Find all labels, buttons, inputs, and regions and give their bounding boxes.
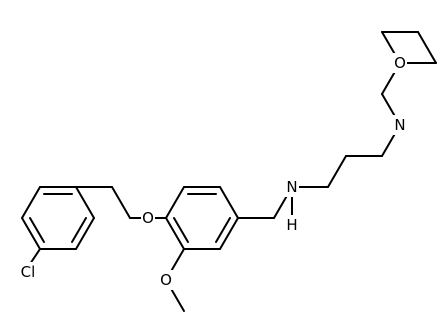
methoxyphenyl-ring bbox=[165, 186, 239, 250]
atom-label-n-amine: N bbox=[286, 178, 297, 196]
morpholine-ring bbox=[381, 31, 437, 126]
atom-n-amine: N bbox=[285, 177, 299, 197]
atom-label-o-ether: O bbox=[142, 209, 154, 227]
atom-label-o-methoxy: O bbox=[160, 271, 172, 289]
bond-ring-to-cl bbox=[29, 248, 41, 265]
atom-o-ether: O bbox=[141, 208, 155, 228]
atom-label-cl: Cl bbox=[21, 263, 36, 281]
atom-n-morpholine: N bbox=[393, 115, 407, 135]
atom-label-o-morpholine: O bbox=[394, 54, 406, 72]
bond-propyl-1 bbox=[327, 155, 347, 188]
atom-label-h-amine: H bbox=[286, 216, 297, 234]
atom-label-n-morpholine: N bbox=[394, 116, 405, 134]
atom-o-morpholine: O bbox=[393, 53, 407, 73]
atom-cl: Cl bbox=[16, 262, 40, 282]
atom-h-amine: H bbox=[285, 215, 299, 235]
atom-o-methoxy: O bbox=[159, 270, 173, 290]
chlorophenyl-ring bbox=[21, 186, 95, 250]
bond-ch2-to-o-ether bbox=[111, 186, 131, 219]
